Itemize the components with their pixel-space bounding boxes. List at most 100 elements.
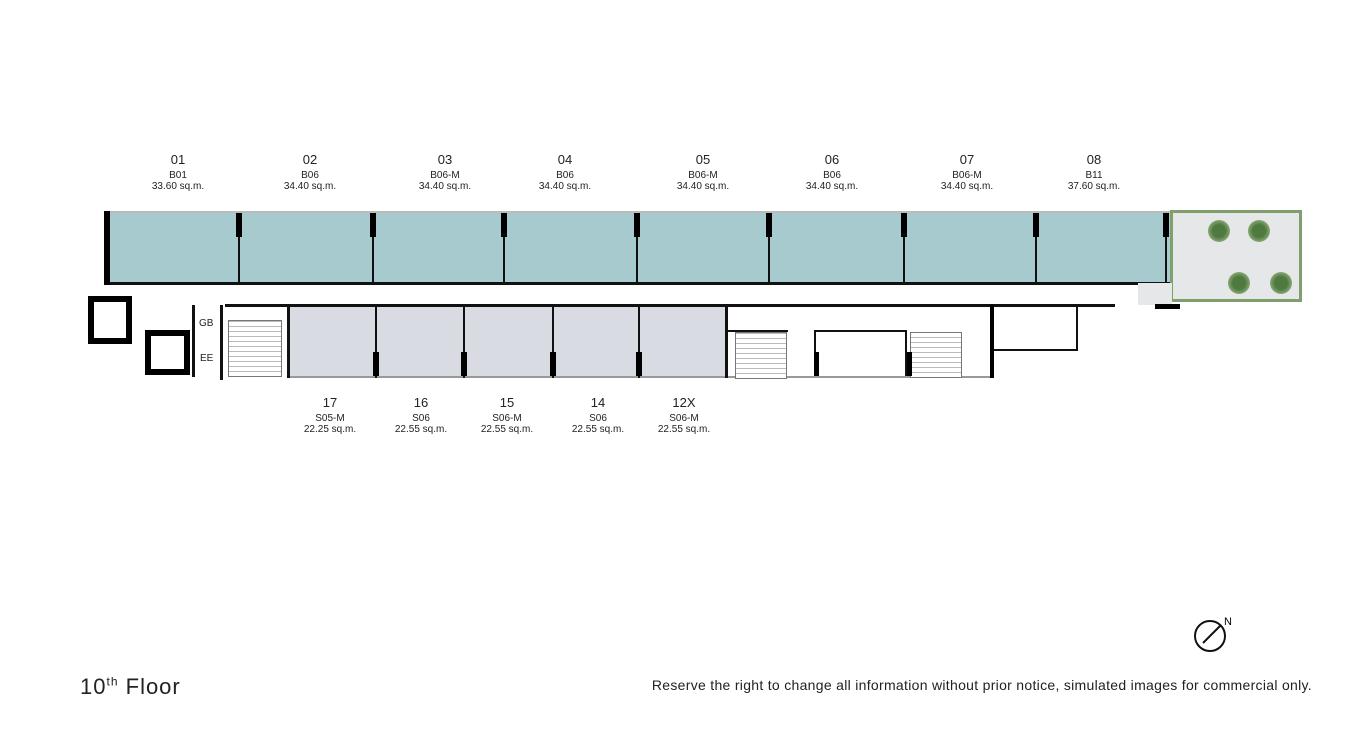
unit-divider-wall bbox=[463, 305, 465, 378]
unit-no: 12X bbox=[672, 395, 696, 410]
disclaimer-text: Reserve the right to change all informat… bbox=[651, 677, 1312, 693]
unit-area: 34.40 sq.m. bbox=[418, 181, 472, 193]
unit-divider-wall bbox=[1165, 213, 1167, 283]
lift-shaft bbox=[145, 330, 190, 375]
wall bbox=[192, 305, 195, 377]
unit-type: B01 bbox=[169, 169, 187, 181]
top-exterior-wall bbox=[108, 211, 1170, 213]
service-room bbox=[814, 330, 907, 376]
room-ee: EE bbox=[200, 353, 214, 364]
unit-no: 08 bbox=[1086, 152, 1102, 167]
unit-divider-wall bbox=[503, 213, 505, 283]
corridor-wall-bottom bbox=[225, 304, 1115, 307]
floor-title: 10th Floor bbox=[80, 674, 181, 699]
unit-divider-wall bbox=[636, 213, 638, 283]
bottom-exterior-wall bbox=[290, 376, 990, 378]
column bbox=[461, 352, 467, 376]
service-room bbox=[994, 305, 1078, 351]
column bbox=[907, 352, 912, 376]
unit-area: 33.60 sq.m. bbox=[151, 181, 205, 193]
column bbox=[634, 213, 640, 237]
column bbox=[370, 213, 376, 237]
unit-type: B06 bbox=[556, 169, 574, 181]
wall bbox=[725, 305, 728, 378]
wall bbox=[1155, 304, 1180, 309]
unit-divider-wall bbox=[552, 305, 554, 378]
unit-no: 04 bbox=[557, 152, 573, 167]
column bbox=[550, 352, 556, 376]
unit-divider-wall bbox=[903, 213, 905, 283]
column bbox=[766, 213, 772, 237]
unit-no: 17 bbox=[322, 395, 338, 410]
unit-divider-wall bbox=[638, 305, 640, 378]
tree-icon bbox=[1208, 220, 1230, 242]
unit-type: S06 bbox=[412, 412, 430, 424]
unit-divider-wall bbox=[372, 213, 374, 283]
column bbox=[814, 352, 819, 376]
unit-area: 34.40 sq.m. bbox=[538, 181, 592, 193]
unit-type: B06 bbox=[301, 169, 319, 181]
unit-no: 06 bbox=[824, 152, 840, 167]
bottom-units-area bbox=[290, 305, 728, 378]
unit-divider-wall bbox=[238, 213, 240, 283]
unit-area: 22.55 sq.m. bbox=[480, 424, 534, 436]
unit-divider-wall bbox=[375, 305, 377, 378]
unit-divider-wall bbox=[768, 213, 770, 283]
unit-type: S06 bbox=[589, 412, 607, 424]
column bbox=[373, 352, 379, 376]
unit-type: B06-M bbox=[430, 169, 460, 181]
stairs bbox=[735, 332, 787, 379]
wall bbox=[728, 330, 788, 332]
unit-type: B06 bbox=[823, 169, 841, 181]
column bbox=[236, 213, 242, 237]
unit-area: 34.40 sq.m. bbox=[283, 181, 337, 193]
unit-no: 15 bbox=[499, 395, 515, 410]
stairs bbox=[228, 320, 282, 377]
north-arrow-icon: N bbox=[1194, 616, 1232, 652]
column bbox=[1163, 213, 1169, 237]
tree-icon bbox=[1270, 272, 1292, 294]
unit-type: S06-M bbox=[492, 412, 522, 424]
unit-area: 34.40 sq.m. bbox=[805, 181, 859, 193]
unit-area: 34.40 sq.m. bbox=[676, 181, 730, 193]
unit-area: 34.40 sq.m. bbox=[940, 181, 994, 193]
unit-divider-wall bbox=[1035, 213, 1037, 283]
room-gb: GB bbox=[199, 318, 214, 329]
unit-type: S05-M bbox=[315, 412, 345, 424]
unit-type: S06-M bbox=[669, 412, 699, 424]
wall bbox=[990, 305, 994, 378]
stairs bbox=[910, 332, 962, 378]
end-wall bbox=[104, 211, 110, 285]
wall bbox=[287, 305, 290, 378]
unit-type: B06-M bbox=[952, 169, 982, 181]
unit-no: 03 bbox=[437, 152, 453, 167]
unit-area: 37.60 sq.m. bbox=[1067, 181, 1121, 193]
unit-area: 22.55 sq.m. bbox=[571, 424, 625, 436]
column bbox=[1033, 213, 1039, 237]
tree-icon bbox=[1228, 272, 1250, 294]
unit-area: 22.25 sq.m. bbox=[303, 424, 357, 436]
unit-type: B06-M bbox=[688, 169, 718, 181]
unit-no: 16 bbox=[413, 395, 429, 410]
wall bbox=[220, 305, 223, 380]
column bbox=[901, 213, 907, 237]
north-label: N bbox=[1224, 616, 1232, 628]
lift-shaft bbox=[88, 296, 132, 344]
unit-no: 07 bbox=[959, 152, 975, 167]
unit-no: 01 bbox=[170, 152, 186, 167]
unit-type: B11 bbox=[1085, 169, 1103, 181]
